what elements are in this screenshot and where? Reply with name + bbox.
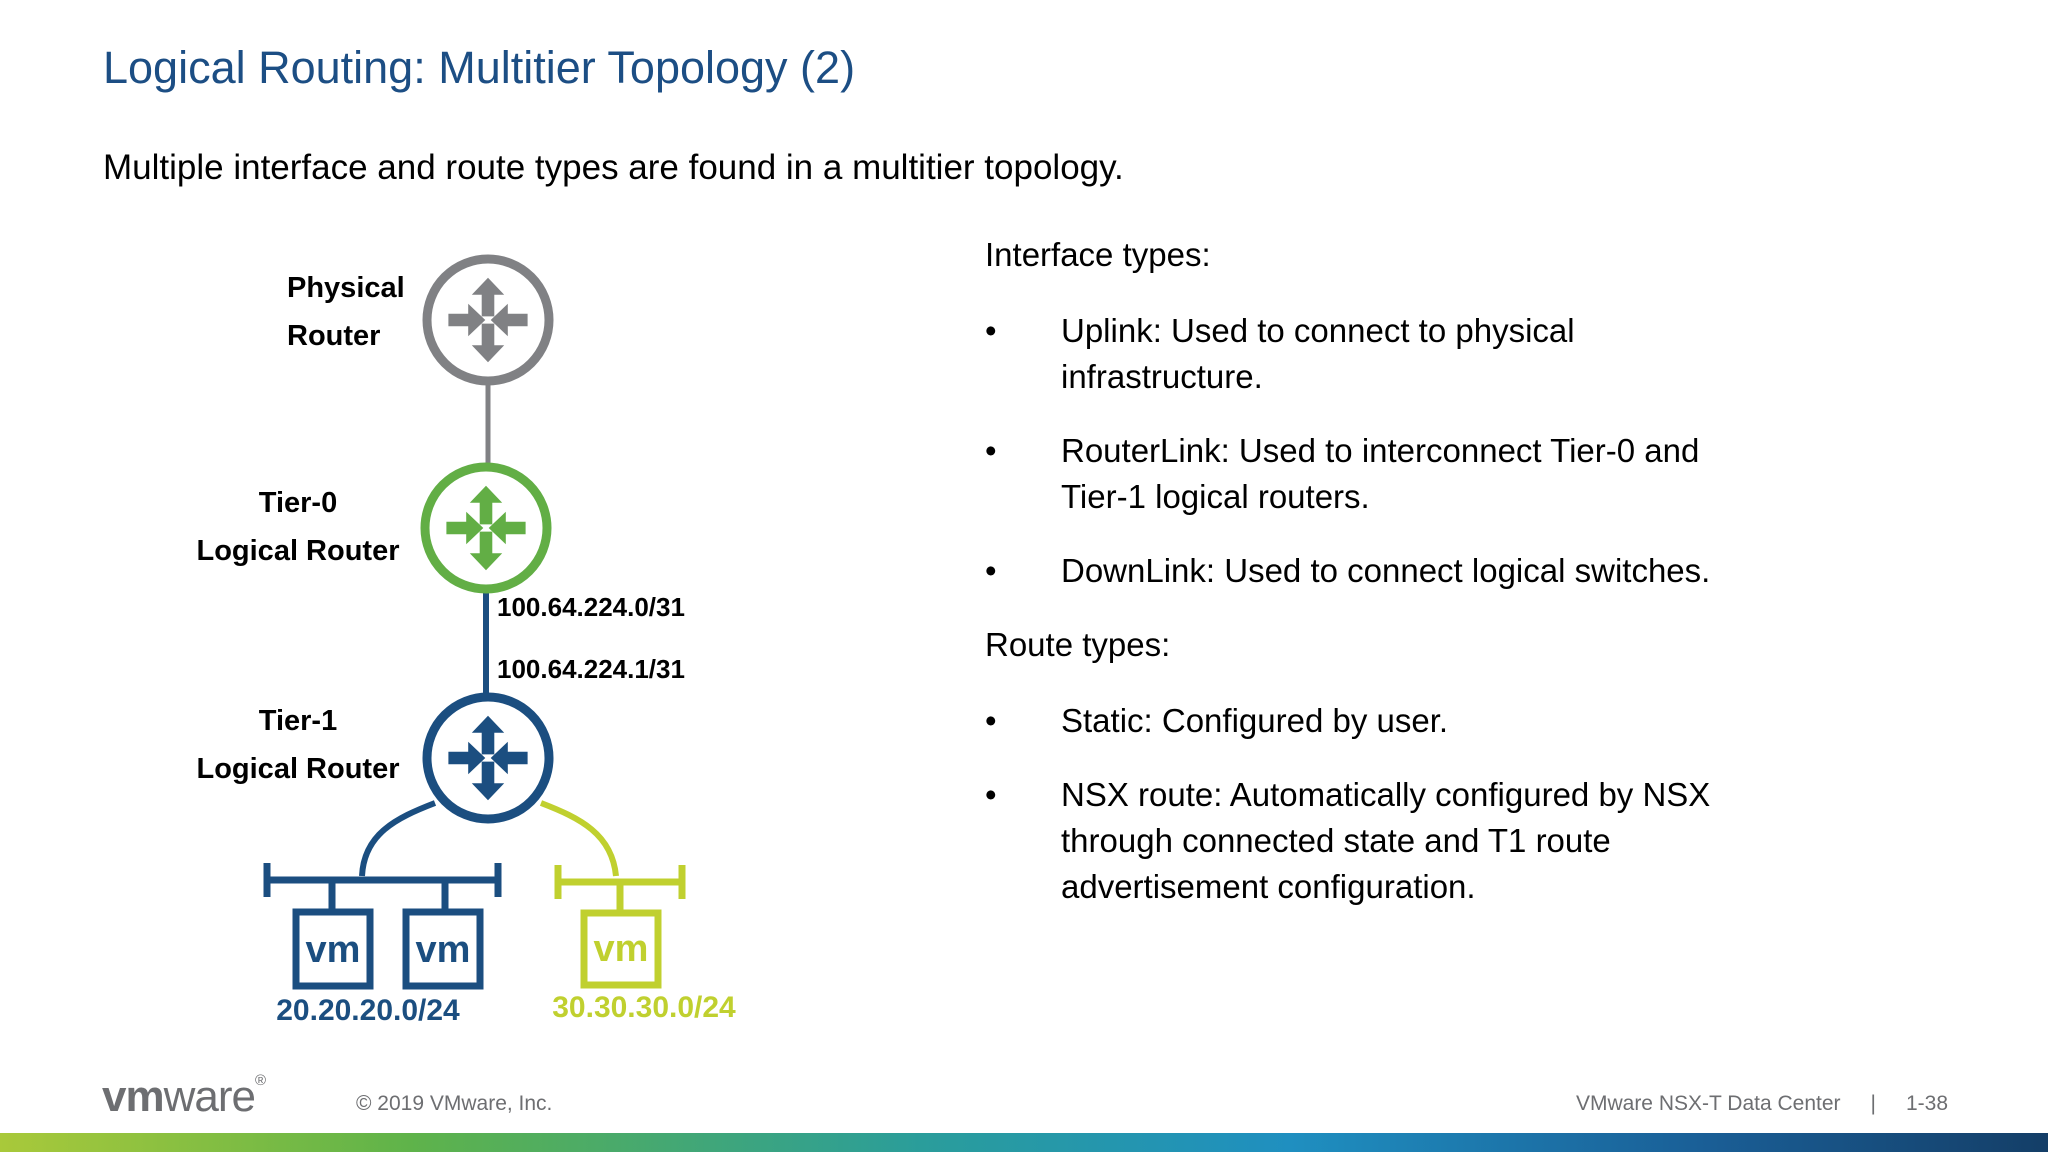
- physical-router-label-line1: Physical: [287, 272, 405, 304]
- tier1-router-label-line1: Tier-1: [259, 705, 337, 737]
- brand-gradient-bar: [0, 1133, 2048, 1152]
- bullet-text-nsx-route: NSX route: Automatically configured by N…: [1061, 776, 1711, 905]
- slide-subtitle: Multiple interface and route types are f…: [103, 148, 1124, 187]
- list-item: • Uplink: Used to connect to physical in…: [985, 308, 1965, 400]
- route-types-heading: Route types:: [985, 626, 1171, 663]
- footer-separator: |: [1870, 1092, 1876, 1115]
- list-item: • NSX route: Automatically configured by…: [985, 772, 1965, 910]
- physical-router-icon: [422, 254, 554, 386]
- logical-switch-green: [554, 865, 686, 913]
- vm-label-blue-2: vm: [416, 929, 471, 971]
- tier1-router-label-line2: Logical Router: [196, 753, 399, 785]
- registered-trademark-icon: ®: [254, 1072, 267, 1089]
- subnet-label-green: 30.30.30.0/24: [552, 991, 736, 1024]
- vmware-logo: vmware®: [102, 1072, 266, 1122]
- vmware-logo-vm: vm: [102, 1072, 165, 1121]
- bullet-glyph: •: [985, 552, 997, 589]
- footer-copyright: © 2019 VMware, Inc.: [356, 1092, 553, 1115]
- uplink-subnet-label: 100.64.224.0/31: [497, 592, 685, 622]
- bullet-glyph: •: [985, 432, 997, 469]
- logical-switch-blue: [263, 863, 502, 912]
- bullet-text-downlink: DownLink: Used to connect logical switch…: [1061, 552, 1711, 589]
- list-item: • Static: Configured by user.: [985, 698, 1965, 744]
- bullet-glyph: •: [985, 776, 997, 813]
- vm-label-blue-1: vm: [306, 929, 361, 971]
- physical-router-label-line2: Router: [287, 320, 380, 352]
- footer-page-number: 1-38: [1905, 1092, 1948, 1115]
- downlink-arc-green: [539, 800, 619, 877]
- vm-box-green: [580, 909, 662, 989]
- tier1-router-icon: [422, 692, 554, 824]
- footer-doc-title: VMware NSX-T Data Center: [1575, 1092, 1841, 1115]
- bullet-text-routerlink: RouterLink: Used to interconnect Tier-0 …: [1061, 432, 1700, 515]
- bullet-glyph: •: [985, 702, 997, 739]
- route-types-list: • Static: Configured by user. • NSX rout…: [985, 698, 1965, 910]
- footer-right: VMware NSX-T Data Center | 1-38: [1576, 1092, 1948, 1116]
- bullet-text-uplink: Uplink: Used to connect to physical infr…: [1061, 312, 1575, 395]
- interface-types-list: • Uplink: Used to connect to physical in…: [985, 308, 1965, 594]
- vmware-logo-ware: ware: [163, 1072, 256, 1121]
- tier0-router-icon: [420, 462, 552, 594]
- vm-label-green: vm: [594, 928, 649, 970]
- content-panel: Interface types: • Uplink: Used to conne…: [985, 232, 1965, 938]
- routerlink-subnet-label: 100.64.224.1/31: [497, 654, 685, 684]
- vm-box-blue-1: [292, 908, 374, 990]
- list-item: • RouterLink: Used to interconnect Tier-…: [985, 428, 1965, 520]
- page-title: Logical Routing: Multitier Topology (2): [103, 42, 856, 93]
- downlink-arc-blue: [359, 800, 437, 877]
- subnet-label-blue: 20.20.20.0/24: [276, 994, 460, 1027]
- bullet-text-static: Static: Configured by user.: [1061, 702, 1449, 739]
- interface-types-heading: Interface types:: [985, 236, 1211, 273]
- bullet-glyph: •: [985, 312, 997, 349]
- list-item: • DownLink: Used to connect logical swit…: [985, 548, 1965, 594]
- vm-box-blue-2: [402, 908, 484, 990]
- tier0-router-label-line2: Logical Router: [196, 535, 399, 567]
- tier0-router-label-line1: Tier-0: [259, 487, 337, 519]
